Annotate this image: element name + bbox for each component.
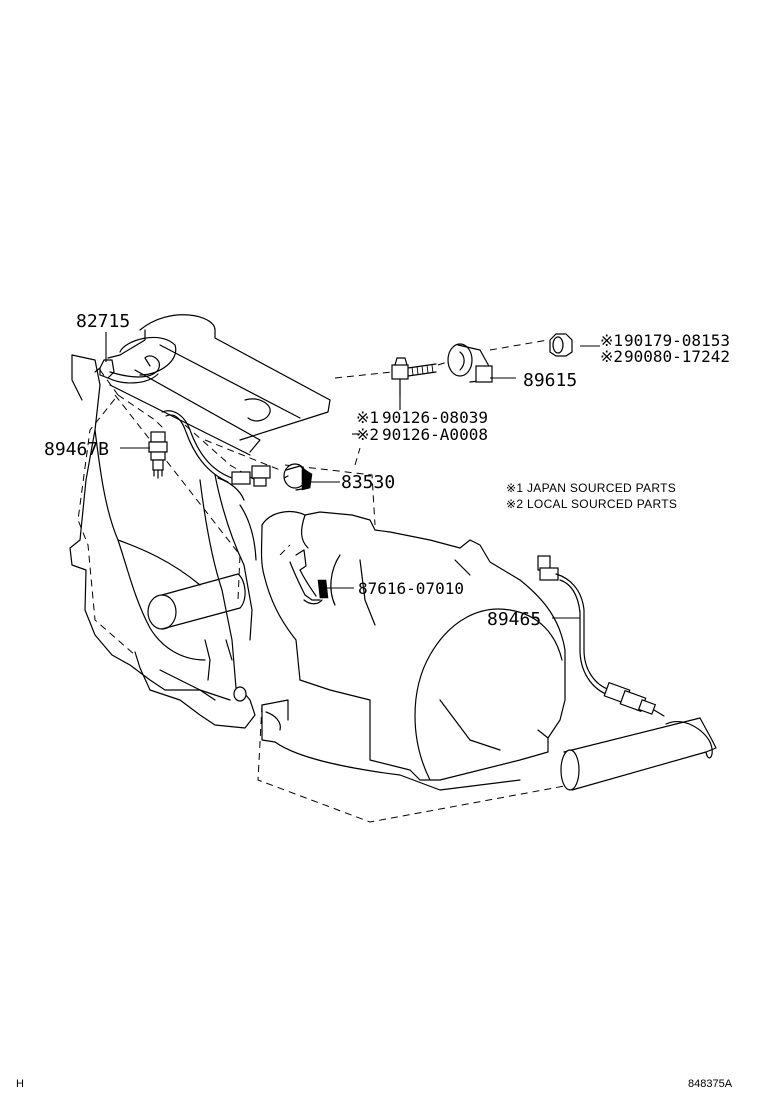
label-82715: 82715: [76, 311, 130, 332]
knock-sensor-89615: [447, 343, 493, 383]
assembly-dashes: [77, 339, 571, 823]
label-90126b: 90126-A0008: [382, 425, 488, 444]
exhaust-pipe: [560, 717, 717, 791]
marker-90126a: ※1: [356, 408, 379, 427]
label-89467b: 89467B: [44, 439, 109, 460]
legend-local-sourced: ※2 LOCAL SOURCED PARTS: [506, 497, 677, 511]
bracket-82715: [94, 355, 160, 384]
oil-pressure-switch-83530: [283, 463, 313, 491]
engine-block-drawing: [69, 314, 331, 729]
label-87616: 87616-07010: [358, 579, 464, 598]
clamp-87616: [289, 549, 329, 605]
label-90179: 90179-08153: [624, 331, 730, 350]
label-90126a: 90126-08039: [382, 408, 488, 427]
marker-90080: ※2: [600, 347, 623, 366]
label-89465: 89465: [487, 609, 541, 630]
label-83530: 83530: [341, 472, 395, 493]
stud-90126: [391, 357, 437, 397]
illustration-number: 848375A: [688, 1078, 733, 1090]
label-89615: 89615: [523, 370, 577, 391]
oxygen-sensor-89467b: [148, 410, 271, 487]
footer-left-code: H: [16, 1078, 24, 1090]
oxygen-sensor-89465: [537, 555, 665, 717]
marker-90126b: ※2: [356, 425, 379, 444]
label-90080: 90080-17242: [624, 347, 730, 366]
marker-90179: ※1: [600, 331, 623, 350]
legend-japan-sourced: ※1 JAPAN SOURCED PARTS: [506, 481, 676, 495]
transaxle-drawing: [260, 511, 566, 791]
leader-lines: [105, 332, 600, 619]
nut-90179: [549, 333, 573, 357]
